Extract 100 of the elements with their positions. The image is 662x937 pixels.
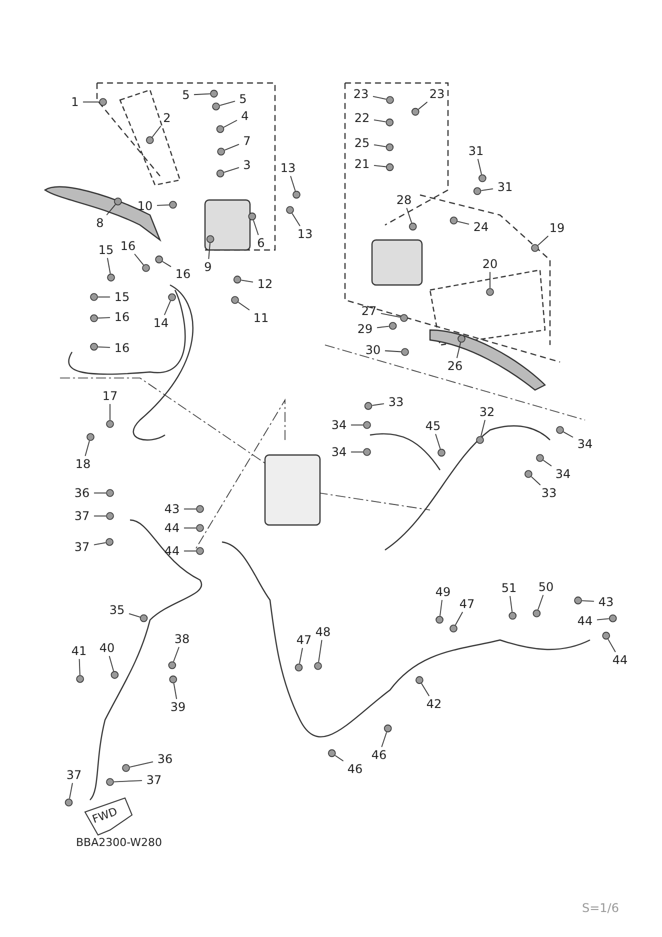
part-marker	[146, 136, 154, 144]
leader-line	[477, 158, 482, 175]
leader-line	[318, 640, 322, 662]
leader-line	[530, 476, 541, 486]
part-marker	[99, 98, 107, 106]
leader-line	[510, 596, 513, 612]
part-marker	[438, 448, 446, 457]
callout-number: 19	[549, 221, 565, 235]
callout-number: 16	[120, 239, 136, 253]
leader-line	[184, 508, 196, 510]
part-marker	[114, 198, 122, 206]
callout-number: 36	[157, 752, 173, 766]
part-marker	[212, 102, 220, 110]
part-marker	[196, 505, 204, 513]
leader-line	[98, 296, 110, 298]
callout-number: 41	[71, 644, 87, 658]
callout-number: 17	[102, 389, 118, 403]
part-marker	[106, 489, 114, 497]
leader-line	[480, 188, 494, 191]
part-marker	[196, 547, 204, 555]
leader-line	[372, 403, 384, 406]
leader-line	[454, 612, 464, 626]
part-marker	[231, 296, 239, 304]
part-marker	[155, 256, 163, 264]
leader-line	[456, 342, 461, 358]
callout-number: 37	[74, 509, 90, 523]
callout-number: 13	[280, 161, 296, 175]
part-marker	[122, 764, 130, 772]
leader-line	[538, 236, 549, 246]
leader-line	[156, 204, 170, 206]
callout-number: 35	[109, 603, 125, 617]
part-marker	[292, 190, 300, 199]
leader-line	[374, 164, 386, 168]
leader-line	[384, 350, 402, 352]
part-marker	[364, 402, 372, 410]
leader-line	[173, 646, 180, 662]
callout-number: 44	[164, 544, 180, 558]
part-marker	[602, 632, 610, 640]
part-marker	[401, 348, 409, 356]
part-marker	[486, 288, 494, 296]
callout-number: 49	[435, 585, 451, 599]
callout-number: 44	[164, 521, 180, 535]
leader-line	[418, 102, 428, 110]
part-marker	[384, 724, 392, 732]
leader-line	[223, 120, 238, 128]
leader-line	[152, 126, 162, 138]
callout-number: 6	[257, 236, 265, 250]
part-marker	[90, 293, 98, 301]
part-marker	[169, 676, 178, 684]
leader-line	[372, 96, 387, 100]
leader-line	[542, 460, 552, 466]
callout-number: 47	[459, 597, 475, 611]
part-marker	[314, 662, 322, 670]
part-marker	[328, 749, 336, 758]
callout-number: 36	[74, 486, 90, 500]
callout-number: 11	[253, 311, 269, 325]
part-marker	[216, 125, 224, 133]
callout-number: 14	[153, 316, 169, 330]
part-marker	[64, 798, 73, 806]
leader-line	[194, 93, 210, 96]
callout-number: 15	[98, 243, 114, 257]
callout-number: 44	[577, 614, 593, 628]
callout-number: 5	[182, 88, 190, 102]
part-marker	[248, 212, 256, 220]
leader-line	[374, 119, 386, 122]
leader-line	[173, 682, 178, 700]
part-marker	[217, 148, 225, 156]
part-marker	[294, 664, 303, 672]
callout-number: 34	[577, 437, 593, 451]
part-marker	[216, 170, 224, 178]
part-marker	[363, 448, 371, 456]
part-marker	[450, 216, 458, 224]
callout-number: 25	[354, 136, 370, 150]
callout-number: 34	[331, 418, 347, 432]
part-marker	[206, 235, 214, 243]
part-marker	[408, 222, 417, 230]
leader-line	[435, 434, 441, 450]
callout-number: 32	[479, 405, 495, 419]
leader-line	[94, 492, 106, 494]
part-marker	[86, 433, 94, 441]
leader-line	[563, 432, 574, 438]
part-marker	[386, 143, 394, 152]
callout-number: 28	[396, 193, 412, 207]
callout-number: 2	[163, 111, 171, 125]
callout-number: 30	[365, 343, 381, 357]
callout-number: 10	[137, 199, 153, 213]
callout-number: 9	[204, 260, 212, 274]
leader-line	[582, 600, 594, 602]
part-marker	[400, 314, 408, 322]
callout-number: 47	[296, 633, 312, 647]
leader-line	[84, 440, 90, 456]
leader-line	[162, 261, 172, 268]
callout-number: 34	[331, 445, 347, 459]
part-marker	[140, 614, 148, 622]
part-marker	[90, 314, 98, 322]
leader-line	[224, 167, 240, 173]
leader-line	[252, 220, 259, 236]
leader-line	[406, 208, 412, 224]
leader-line	[440, 600, 442, 616]
leader-line	[608, 638, 616, 652]
